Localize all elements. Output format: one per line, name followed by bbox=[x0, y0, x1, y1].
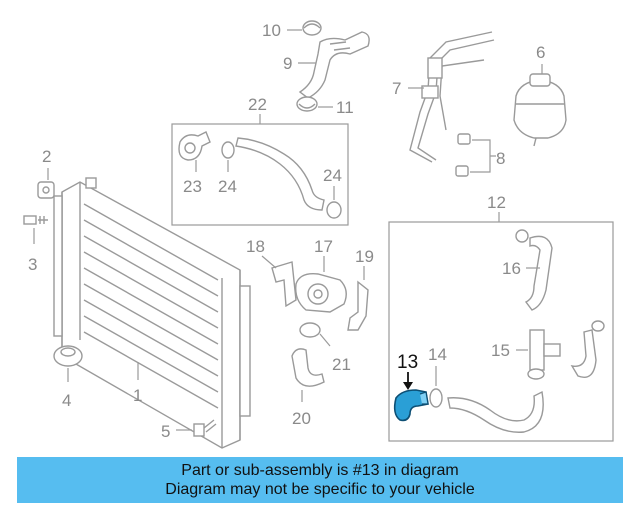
part-18-bracket bbox=[271, 261, 297, 308]
callout-6: 6 bbox=[536, 43, 545, 62]
part-24-clamp-b bbox=[326, 201, 342, 219]
callout-10: 10 bbox=[262, 21, 281, 40]
part-right-hose bbox=[570, 320, 605, 378]
callout-13: 13 bbox=[397, 352, 418, 373]
part-17-pump bbox=[295, 273, 347, 313]
callout-3: 3 bbox=[28, 255, 37, 274]
part-1-radiator bbox=[53, 177, 251, 449]
part-7-pipes bbox=[409, 31, 495, 163]
callout-18: 18 bbox=[246, 237, 265, 256]
group-22-box bbox=[171, 123, 349, 226]
callout-24a: 24 bbox=[218, 177, 237, 196]
part-14-clamp bbox=[429, 388, 443, 408]
part-9-hose bbox=[298, 31, 370, 99]
banner-line-1: Part or sub-assembly is #13 in diagram bbox=[181, 462, 459, 479]
callout-17: 17 bbox=[314, 237, 333, 256]
leader-8 bbox=[470, 139, 496, 173]
banner-line-2: Diagram may not be specific to your vehi… bbox=[165, 481, 475, 498]
part-8-clips bbox=[455, 133, 471, 177]
callout-21: 21 bbox=[332, 355, 351, 374]
leader-21 bbox=[319, 333, 331, 347]
part-24-clamp-a bbox=[221, 141, 235, 159]
callout-12: 12 bbox=[487, 193, 506, 212]
callout-15: 15 bbox=[491, 341, 510, 360]
part-19-bracket bbox=[347, 280, 369, 331]
callout-19: 19 bbox=[355, 247, 374, 266]
callout-14: 14 bbox=[428, 345, 447, 364]
group-12-box bbox=[388, 221, 614, 442]
callout-23: 23 bbox=[183, 177, 202, 196]
callout-4: 4 bbox=[62, 391, 71, 410]
part-11-clamp bbox=[296, 96, 318, 112]
part-4-mount bbox=[53, 345, 83, 367]
callout-11: 11 bbox=[336, 98, 354, 117]
part-23-flange bbox=[178, 131, 211, 161]
part-10-clamp bbox=[302, 20, 322, 36]
part-21-seal bbox=[299, 322, 321, 338]
part-16-hose bbox=[515, 229, 553, 311]
part-20-hose bbox=[291, 348, 325, 387]
part-15-tee bbox=[527, 329, 561, 380]
callout-24b: 24 bbox=[323, 166, 342, 185]
callout-9: 9 bbox=[283, 54, 292, 73]
leader-18 bbox=[261, 255, 277, 269]
leader-13-arrow bbox=[403, 382, 413, 390]
part-22-hose bbox=[235, 137, 325, 211]
parts-diagram: 10 9 11 22 23 24 24 7 bbox=[23, 20, 614, 449]
info-banner: Part or sub-assembly is #13 in diagram D… bbox=[17, 457, 623, 503]
callout-16: 16 bbox=[502, 259, 521, 278]
part-lower-hose bbox=[447, 390, 544, 433]
callout-22: 22 bbox=[248, 95, 267, 114]
callout-8: 8 bbox=[496, 149, 505, 168]
callout-20: 20 bbox=[292, 409, 311, 428]
callout-2: 2 bbox=[42, 147, 51, 166]
callout-1: 1 bbox=[133, 386, 142, 405]
part-5-bolt bbox=[193, 419, 217, 437]
part-2-mount bbox=[37, 181, 55, 199]
part-6-tank bbox=[513, 73, 567, 147]
callout-5: 5 bbox=[161, 422, 170, 441]
part-13-elbow-highlighted bbox=[393, 389, 429, 422]
callout-7: 7 bbox=[392, 79, 401, 98]
part-3-bolt bbox=[23, 215, 48, 225]
